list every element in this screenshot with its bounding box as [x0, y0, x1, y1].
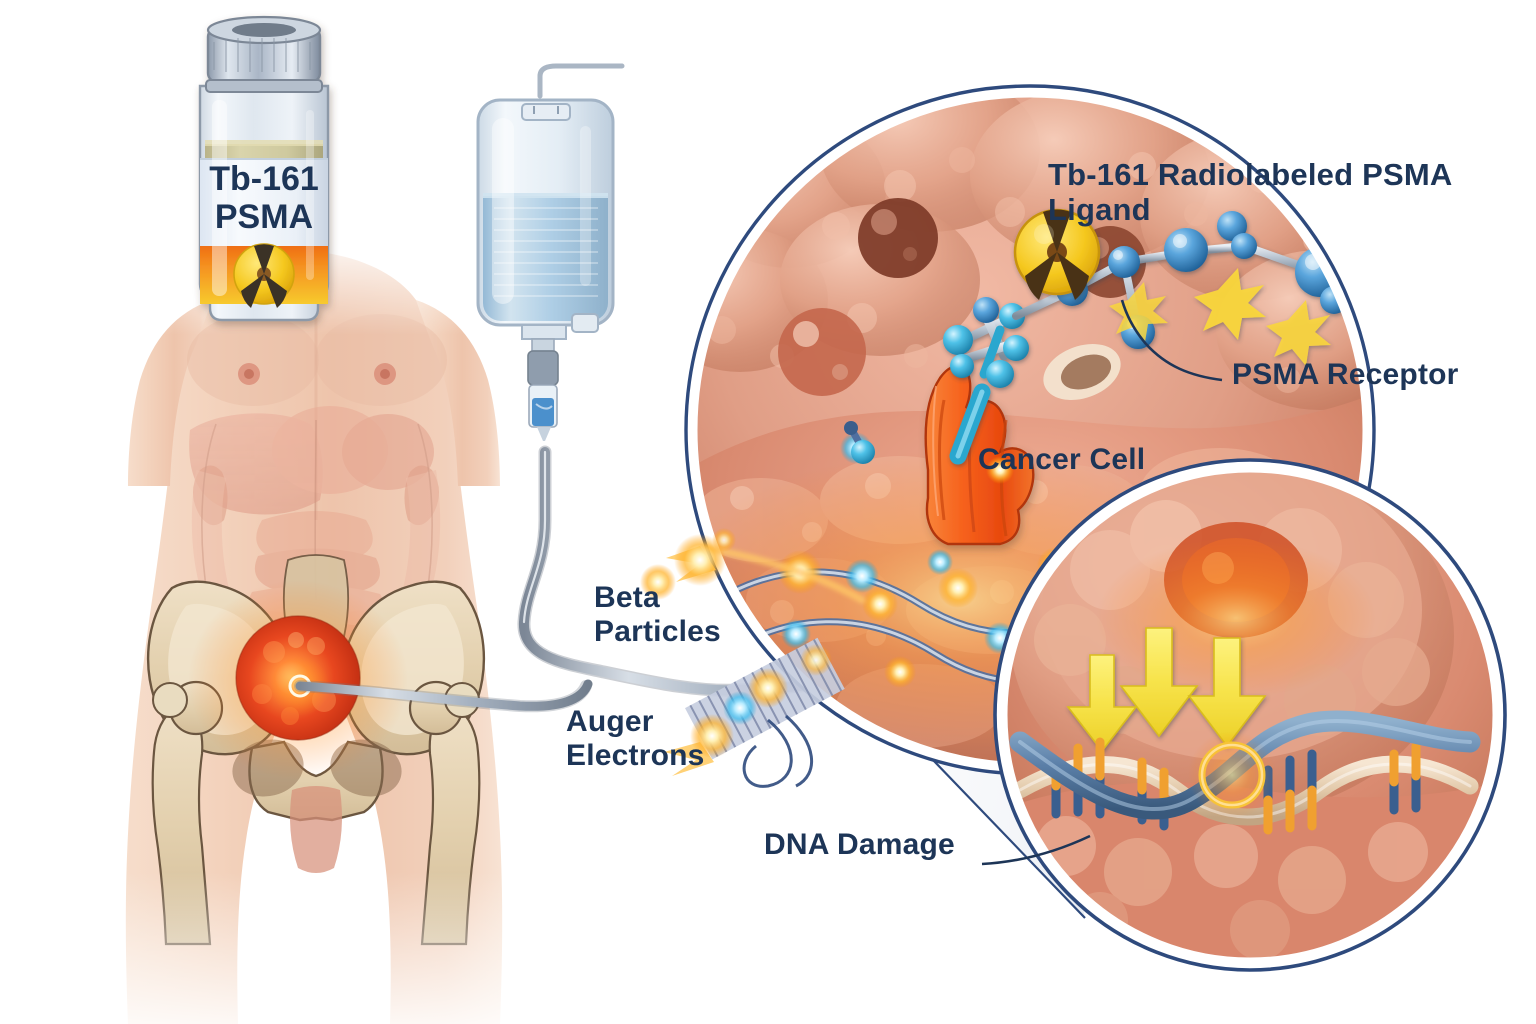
- dna-break-marker: [1188, 731, 1276, 819]
- radiation-arrows: [1066, 627, 1267, 753]
- leader-dna-damage: [981, 834, 1091, 866]
- emission-bursts: [1109, 268, 1331, 366]
- dna-double-helix: [1009, 710, 1481, 835]
- psma-ligand-molecule: [943, 211, 1368, 465]
- label-auger-electrons: Auger Electrons: [566, 705, 705, 772]
- vial-label-line1: Tb-161: [209, 160, 319, 198]
- iv-bag: [476, 63, 625, 441]
- vial-label-line2: PSMA: [214, 198, 314, 236]
- leader-psma-receptor: [1120, 299, 1223, 382]
- auger-electron-emission: [664, 637, 845, 788]
- leader-lines: [981, 299, 1223, 866]
- tb161-radiation-badge: [1013, 208, 1101, 300]
- radiation-trefoil-icon: [233, 243, 295, 308]
- label-dna-damage: DNA Damage: [764, 828, 955, 861]
- tb161-psma-vial: [198, 15, 330, 322]
- label-beta-particles: Beta Particles: [594, 581, 721, 648]
- dna-damage-inset: [993, 458, 1507, 972]
- label-psma-receptor: PSMA Receptor: [1232, 358, 1459, 391]
- label-ligand: Tb-161 Radiolabeled PSMA Ligand: [1048, 157, 1452, 227]
- drip-chamber: [527, 338, 559, 441]
- label-cancer-cell: Cancer Cell: [978, 443, 1146, 476]
- beta-particle-emission: [640, 528, 866, 604]
- patient-figure: [100, 240, 530, 1024]
